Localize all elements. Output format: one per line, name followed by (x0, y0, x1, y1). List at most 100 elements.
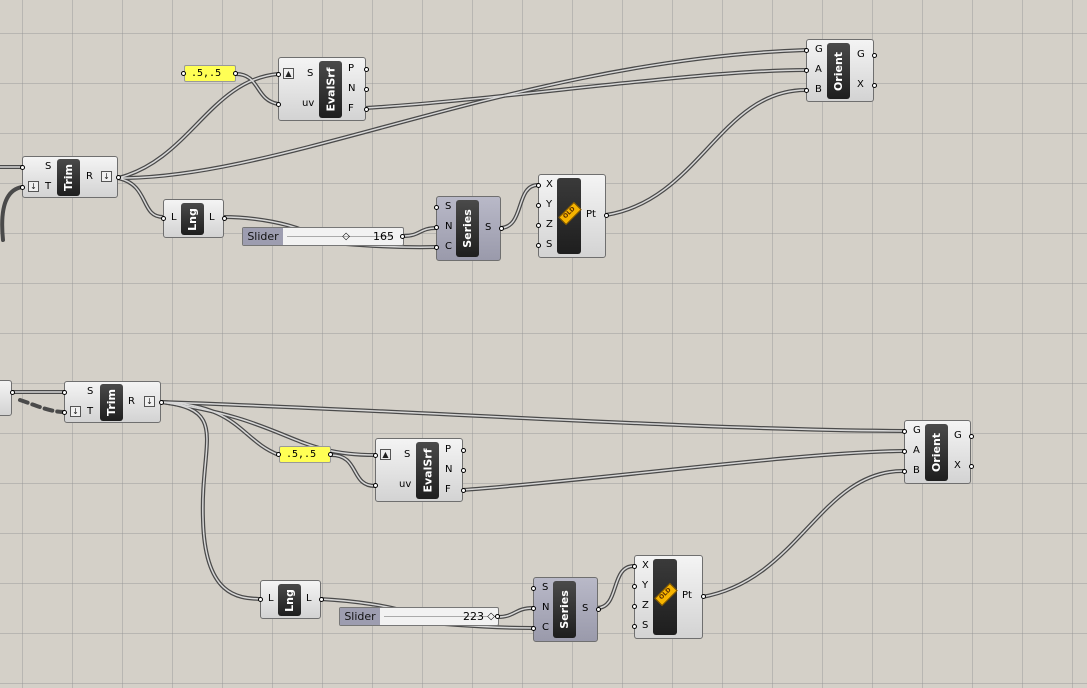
output-pin[interactable] (969, 434, 974, 439)
panel-input-pin[interactable] (276, 452, 281, 457)
trim-output-r: R (86, 171, 93, 182)
number-slider[interactable]: Slider 223 ◇ (339, 607, 500, 626)
graft-icon[interactable]: ↓ (144, 396, 155, 407)
output-pin[interactable] (499, 226, 504, 231)
input-pin[interactable] (536, 223, 541, 228)
point-component[interactable]: X Y Z S OLD Pt (632, 555, 706, 639)
input-pin[interactable] (902, 449, 907, 454)
output-pin[interactable] (701, 594, 706, 599)
length-component[interactable]: L Lng L (258, 580, 324, 619)
slider-grip-icon[interactable]: ◇ (342, 231, 350, 242)
input-pin[interactable] (20, 185, 25, 190)
input-pin[interactable] (804, 48, 809, 53)
input-pin[interactable] (373, 483, 378, 488)
length-nickname: Lng (278, 584, 301, 616)
output-pin[interactable] (400, 234, 405, 239)
output-pin[interactable] (461, 448, 466, 453)
output-pin[interactable] (495, 614, 500, 619)
input-pin[interactable] (258, 597, 263, 602)
input-pin[interactable] (536, 203, 541, 208)
trim-component[interactable]: S ↓ T Trim R ↓ (20, 156, 121, 198)
input-pin[interactable] (536, 243, 541, 248)
slider-grip-icon[interactable]: ◇ (487, 611, 495, 622)
output-pin[interactable] (116, 175, 121, 180)
reparameterize-icon[interactable]: ▲ (283, 68, 294, 79)
orient-component[interactable]: G A B Orient G X (902, 420, 974, 484)
wire (329, 453, 377, 488)
output-pin[interactable] (872, 53, 877, 58)
graft-icon[interactable]: ↓ (28, 181, 39, 192)
input-pin[interactable] (804, 88, 809, 93)
series-component[interactable]: S N C Series S (434, 196, 504, 261)
output-pin[interactable] (872, 83, 877, 88)
output-pin[interactable] (461, 468, 466, 473)
input-pin[interactable] (902, 429, 907, 434)
input-pin[interactable] (276, 102, 281, 107)
output-pin[interactable] (319, 597, 324, 602)
evalsrf-nickname: EvalSrf (416, 442, 439, 499)
output-pin[interactable] (604, 213, 609, 218)
input-pin[interactable] (434, 205, 439, 210)
input-pin[interactable] (632, 584, 637, 589)
point-icon: OLD (557, 178, 582, 254)
input-pin[interactable] (632, 624, 637, 629)
input-pin[interactable] (276, 72, 281, 77)
trim-input-t: T (45, 181, 52, 192)
input-pin[interactable] (62, 410, 67, 415)
output-pin[interactable] (159, 400, 164, 405)
input-pin[interactable] (536, 183, 541, 188)
input-pin[interactable] (632, 604, 637, 609)
panel-input-pin[interactable] (181, 71, 186, 76)
input-pin[interactable] (434, 245, 439, 250)
graft-icon[interactable]: ↓ (70, 406, 81, 417)
input-pin[interactable] (632, 564, 637, 569)
output-pin[interactable] (969, 464, 974, 469)
panel-output-pin[interactable] (328, 452, 333, 457)
orient-component[interactable]: G A B Orient G X (804, 39, 877, 102)
wire (116, 176, 165, 219)
reparameterize-icon[interactable]: ▲ (380, 449, 391, 460)
uv-panel[interactable]: .5,.5 (279, 446, 331, 463)
slider-track[interactable] (287, 236, 393, 239)
partial-component[interactable] (0, 380, 15, 416)
output-pin[interactable] (364, 87, 369, 92)
orient-output-x: X (954, 460, 961, 471)
input-pin[interactable] (902, 469, 907, 474)
evalsrf-component[interactable]: ▲ S uv EvalSrf P N F (373, 438, 466, 502)
input-pin[interactable] (161, 216, 166, 221)
output-pin[interactable] (364, 107, 369, 112)
number-slider[interactable]: Slider 165 ◇ (242, 227, 405, 246)
series-input-n: N (445, 221, 453, 232)
input-pin[interactable] (62, 390, 67, 395)
graft-icon[interactable]: ↓ (101, 171, 112, 182)
evalsrf-component[interactable]: ▲ S uv EvalSrf P N F (276, 57, 369, 121)
point-output-pt: Pt (682, 590, 692, 601)
output-pin[interactable] (10, 390, 15, 395)
uv-panel[interactable]: .5,.5 (184, 65, 236, 82)
input-pin[interactable] (20, 165, 25, 170)
point-component[interactable]: X Y Z S OLD Pt (536, 174, 609, 258)
trim-component[interactable]: S ↓ T Trim R ↓ (62, 381, 164, 423)
input-pin[interactable] (531, 626, 536, 631)
series-input-s: S (542, 582, 549, 593)
series-nickname: Series (456, 200, 479, 257)
input-pin[interactable] (804, 68, 809, 73)
evalsrf-input-uv: uv (302, 98, 315, 109)
trim-input-t: T (87, 406, 94, 417)
output-pin[interactable] (364, 67, 369, 72)
input-pin[interactable] (531, 586, 536, 591)
input-pin[interactable] (531, 606, 536, 611)
evalsrf-input-s: S (307, 68, 314, 79)
point-input-z: Z (546, 219, 553, 230)
panel-output-pin[interactable] (233, 71, 238, 76)
slider-track[interactable] (384, 616, 488, 619)
series-input-n: N (542, 602, 550, 613)
series-component[interactable]: S N C Series S (531, 577, 601, 642)
output-pin[interactable] (596, 607, 601, 612)
length-component[interactable]: L Lng L (161, 199, 227, 238)
input-pin[interactable] (373, 453, 378, 458)
series-input-c: C (445, 241, 452, 252)
input-pin[interactable] (434, 225, 439, 230)
output-pin[interactable] (222, 216, 227, 221)
output-pin[interactable] (461, 488, 466, 493)
